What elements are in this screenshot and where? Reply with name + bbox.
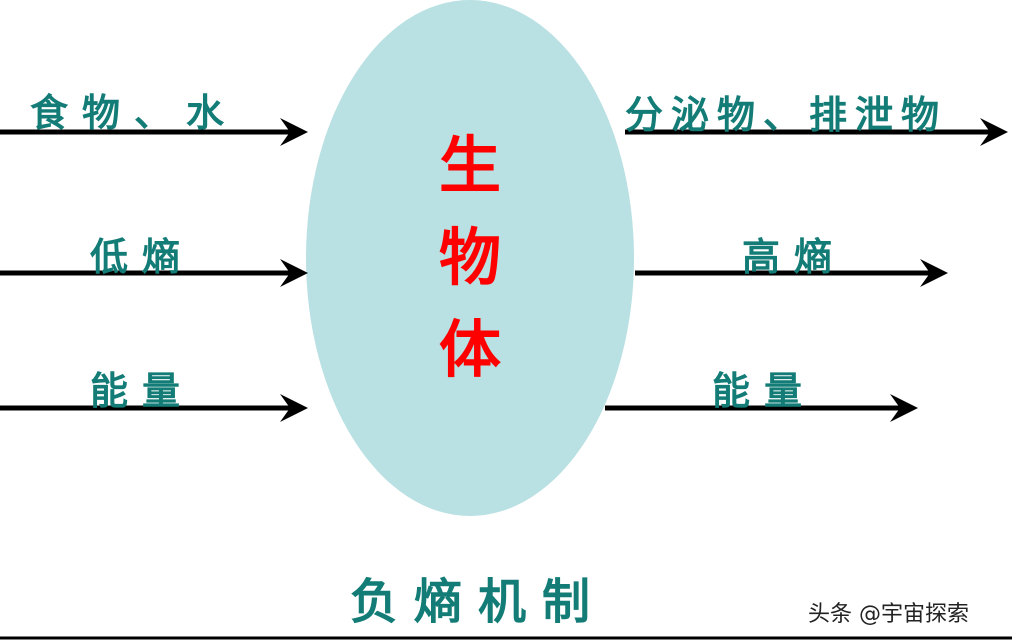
diagram-title: 负熵机制 (350, 574, 607, 630)
organism-char: 体 (438, 313, 501, 386)
arrowhead-icon (920, 259, 948, 287)
arrowhead-icon (890, 394, 918, 422)
output-label-high-entropy: 高熵 (742, 234, 847, 279)
input-label-energy: 能量 (90, 368, 195, 413)
output-label-energy: 能量 (712, 368, 817, 413)
organism-ellipse (306, 0, 634, 516)
input-label-low-entropy: 低熵 (90, 234, 195, 279)
organism-label: 生 物 体 (430, 120, 510, 396)
arrowhead-icon (280, 259, 308, 287)
arrowhead-icon (280, 394, 308, 422)
arrowhead-icon (280, 118, 308, 146)
organism-char: 生 (438, 129, 501, 202)
watermark: 头条 @宇宙探索 (808, 602, 969, 627)
output-label-secretions: 分泌物、排泄物 (625, 92, 948, 137)
input-label-food-water: 食物、水 (30, 90, 239, 135)
arrowhead-icon (980, 118, 1008, 146)
organism-char: 物 (438, 221, 501, 294)
